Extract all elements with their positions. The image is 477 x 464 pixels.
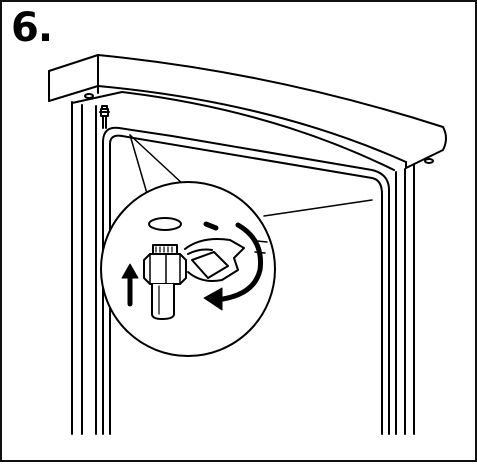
hinge-bushing-icon xyxy=(143,244,187,320)
step-number: 6. xyxy=(11,5,53,51)
callout-lines xyxy=(129,134,373,217)
washer-ring-icon xyxy=(148,217,182,231)
open-wrench-icon xyxy=(184,238,245,282)
detail-magnifier xyxy=(100,181,276,357)
counterclockwise-arrow-icon xyxy=(203,221,264,311)
arrow-up-icon xyxy=(121,263,139,307)
hinge-pin-icon xyxy=(99,105,110,129)
cabinet-top xyxy=(48,54,447,171)
